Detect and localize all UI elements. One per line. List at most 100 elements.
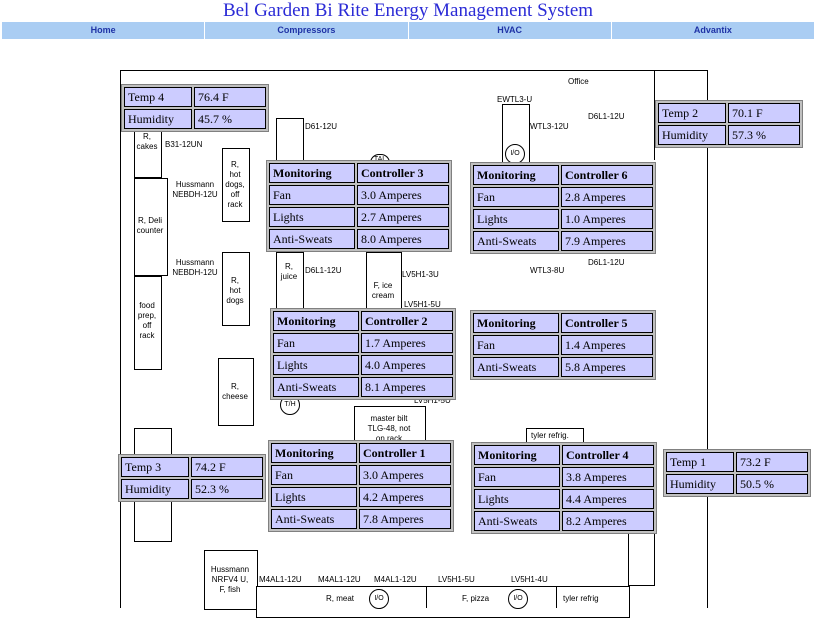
wall-office xyxy=(654,70,655,160)
io-sensor-icon: I/O xyxy=(505,144,525,164)
metric-value: 1.4 Amperes xyxy=(561,335,653,355)
label-cheese: R, cheese xyxy=(222,382,248,401)
label-d61: D61-12U xyxy=(305,122,338,131)
label-lv5h1-5u-c: LV5H1-5U xyxy=(438,575,475,584)
metric-label: Anti-Sweats xyxy=(473,357,559,377)
humidity-label: Humidity xyxy=(658,125,726,145)
label-juice: R, juice xyxy=(280,262,298,281)
label-hussmann-2: Hussmann NEBDH-12U xyxy=(172,258,218,277)
metric-label: Anti-Sweats xyxy=(273,377,359,397)
case-hotdogs xyxy=(222,252,250,326)
sensor-humidity-value: 57.3 % xyxy=(728,125,800,145)
metric-value: 8.1 Amperes xyxy=(361,377,453,397)
label-wtl3-8u: WTL3-8U xyxy=(530,266,565,275)
metric-value: 3.0 Amperes xyxy=(359,465,451,485)
case-food-prep xyxy=(134,276,162,370)
label-lv5h1-4u: LV5H1-4U xyxy=(511,575,548,584)
label-d6l1-c: D6L1-12U xyxy=(588,258,625,267)
nav-home[interactable]: Home xyxy=(2,22,206,39)
monitoring-header: Monitoring xyxy=(273,311,359,331)
sensor-humidity-value: 50.5 % xyxy=(736,474,808,494)
controller-header: Controller 1 xyxy=(359,443,451,463)
nav-compressors[interactable]: Compressors xyxy=(205,22,409,39)
sensor-humidity-value: 52.3 % xyxy=(191,479,263,499)
label-d6l1-a: D6L1-12U xyxy=(588,112,625,121)
metric-value: 3.8 Amperes xyxy=(562,467,654,487)
label-food-prep: food prep, off rack xyxy=(137,301,157,340)
label-meat: R, meat xyxy=(326,594,355,603)
label-lv5h1-5u-a: LV5H1-5U xyxy=(404,300,441,309)
label-lv5h1-3u: LV5H1-3U xyxy=(402,270,439,279)
metric-label: Lights xyxy=(474,489,560,509)
metric-label: Fan xyxy=(273,333,359,353)
metric-value: 1.7 Amperes xyxy=(361,333,453,353)
metric-value: 7.9 Amperes xyxy=(561,231,653,251)
label-ewtl3u: EWTL3-U xyxy=(497,95,533,104)
controller-header: Controller 4 xyxy=(562,445,654,465)
nav-hvac[interactable]: HVAC xyxy=(408,22,612,39)
controller-header: Controller 3 xyxy=(357,163,449,183)
metric-value: 2.8 Amperes xyxy=(561,187,653,207)
label-icecream: F, ice cream xyxy=(371,281,395,300)
label-masterbilt: master bilt TLG-48, not on rack xyxy=(367,414,411,440)
controller-header: Controller 6 xyxy=(561,165,653,185)
label-hussmann-1: Hussmann NEBDH-12U xyxy=(172,180,218,199)
metric-label: Anti-Sweats xyxy=(473,231,559,251)
humidity-label: Humidity xyxy=(124,109,192,129)
metric-value: 1.0 Amperes xyxy=(561,209,653,229)
metric-value: 4.2 Amperes xyxy=(359,487,451,507)
label-fish: Hussmann NRFV4 U, F, fish xyxy=(210,565,250,594)
metric-label: Lights xyxy=(271,487,357,507)
controller-header: Controller 2 xyxy=(361,311,453,331)
case-icecream xyxy=(366,252,402,314)
metric-label: Lights xyxy=(273,355,359,375)
wall-top xyxy=(120,70,708,71)
wall-lower-right-b xyxy=(628,585,654,586)
nav-advantix[interactable]: Advantix xyxy=(611,22,814,39)
metric-label: Fan xyxy=(474,467,560,487)
label-pizza: F, pizza xyxy=(462,594,490,603)
monitoring-header: Monitoring xyxy=(473,165,559,185)
case-cheese xyxy=(218,358,254,426)
sensor-name: Temp 4 xyxy=(124,87,192,107)
label-tyler-b: tyler refrig xyxy=(563,594,599,603)
controller-header: Controller 5 xyxy=(561,313,653,333)
label-hotdogs-off: R, hot dogs, off rack xyxy=(225,160,245,209)
case-fish xyxy=(204,550,258,610)
divider-bottom xyxy=(426,586,427,608)
humidity-label: Humidity xyxy=(666,474,734,494)
monitoring-header: Monitoring xyxy=(269,163,355,183)
case-juice xyxy=(276,252,304,314)
sensor-name: Temp 3 xyxy=(121,457,189,477)
metric-value: 7.8 Amperes xyxy=(359,509,451,529)
label-hotdogs: R, hot dogs xyxy=(226,276,244,305)
case-hotdogs-off xyxy=(222,148,250,222)
nav-bar: Home Compressors HVAC Advantix xyxy=(2,22,814,39)
metric-value: 8.2 Amperes xyxy=(562,511,654,531)
io-sensor-meat-icon: I/O xyxy=(369,589,389,609)
label-tyler-a: tyler refrig. xyxy=(531,431,569,440)
sensor-temp-value: 70.1 F xyxy=(728,103,800,123)
wall-left xyxy=(120,70,121,608)
metric-label: Anti-Sweats xyxy=(269,229,355,249)
metric-label: Lights xyxy=(473,209,559,229)
metric-value: 4.4 Amperes xyxy=(562,489,654,509)
sensor-temp-value: 76.4 F xyxy=(194,87,266,107)
metric-label: Lights xyxy=(269,207,355,227)
label-m4al1-c: M4AL1-12U xyxy=(374,575,417,584)
sensor-humidity-value: 45.7 % xyxy=(194,109,266,129)
label-b31: B31-12UN xyxy=(165,140,203,149)
humidity-label: Humidity xyxy=(121,479,189,499)
metric-label: Fan xyxy=(271,465,357,485)
label-m4al1-b: M4AL1-12U xyxy=(318,575,361,584)
